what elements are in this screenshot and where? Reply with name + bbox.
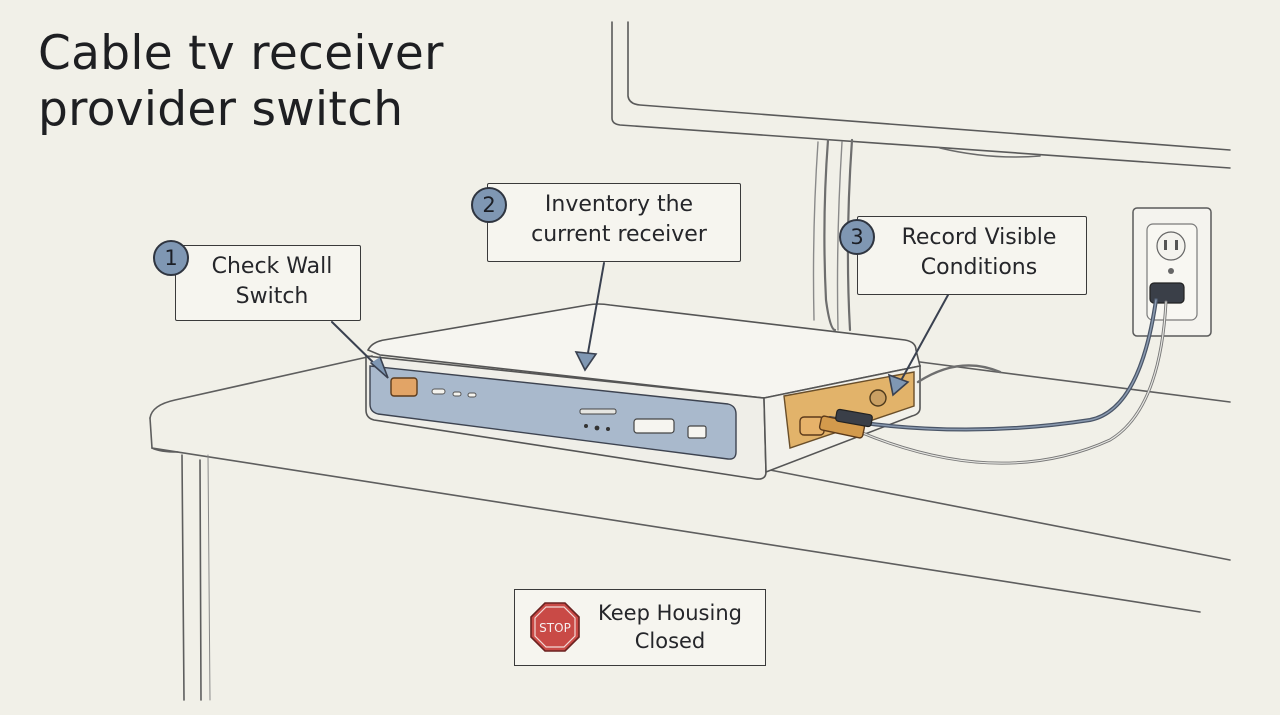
arrow-2-head: [574, 351, 598, 372]
title-line-1: Cable tv receiver: [38, 26, 444, 81]
warning-line-2: Closed: [634, 629, 706, 653]
step-1-label-line-1: Check Wall: [211, 254, 333, 279]
step-1-label-line-2: Switch: [235, 284, 309, 309]
step-3-label-line-1: Record Visible: [901, 225, 1057, 250]
step-3-callout: Record Visible Conditions: [857, 216, 1087, 295]
arrow-1-head: [370, 356, 389, 379]
tv-monitor: [611, 21, 1231, 169]
step-2-label-line-2: current receiver: [531, 222, 707, 247]
step-2-number-badge: 2: [471, 187, 507, 223]
warning-line-1: Keep Housing: [598, 601, 742, 625]
coax-cables: [799, 298, 1168, 465]
callout-arrows: [331, 262, 949, 397]
cable-receiver: [365, 303, 921, 480]
title-line-2: provider switch: [38, 82, 404, 137]
stop-sign-icon: STOP: [530, 602, 580, 652]
stop-sign-text: STOP: [539, 621, 571, 635]
step-3-number-badge: 3: [839, 219, 875, 255]
warning-text: Keep Housing Closed: [585, 599, 755, 655]
safety-warning: STOP Keep Housing Closed: [514, 589, 766, 666]
step-3-label-line-2: Conditions: [920, 255, 1038, 280]
arrow-3-head: [887, 373, 910, 397]
step-1-number-badge: 1: [153, 240, 189, 276]
arrow-3: [897, 294, 949, 387]
arrow-2: [585, 262, 605, 365]
page-title: Cable tv receiver provider switch: [38, 26, 444, 138]
table: [149, 355, 1231, 701]
step-1-callout: Check Wall Switch: [175, 245, 361, 321]
step-2-label-line-1: Inventory the: [544, 192, 694, 217]
step-2-callout: Inventory the current receiver: [487, 183, 741, 262]
wall-outlet: [1132, 207, 1212, 337]
